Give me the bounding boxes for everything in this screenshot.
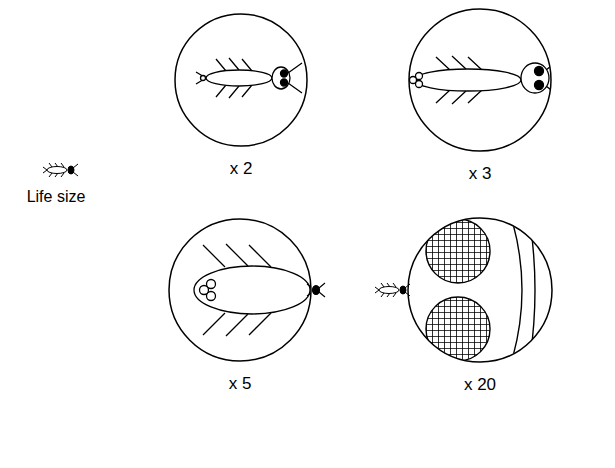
- caption-label: Life size: [27, 187, 86, 207]
- insect-head: [307, 283, 325, 297]
- magnification-label: x 5: [168, 374, 312, 394]
- circle-outline: [174, 13, 308, 147]
- insect-x5: [194, 244, 310, 336]
- magnified-view-circle: x 5: [168, 218, 312, 362]
- magnification-label: x 2: [174, 159, 308, 179]
- small-insect: [375, 283, 410, 297]
- magnification-label: x 3: [408, 164, 552, 184]
- circle-border: [169, 219, 311, 361]
- insect-x2: [196, 58, 302, 98]
- magnified-view-circle: x 2: [174, 13, 308, 147]
- circle-border: [408, 218, 552, 362]
- insect-x3: [410, 56, 565, 104]
- magnified-view-circle: x 3: [408, 8, 552, 152]
- circle-outline: [408, 8, 552, 152]
- life-size-insect: [43, 163, 78, 177]
- circle-outline: [168, 218, 312, 362]
- circle-border: [175, 14, 307, 146]
- insect-eyes-x20: [426, 219, 535, 361]
- magnified-view-circle: x 20: [407, 217, 553, 363]
- magnification-label: x 20: [407, 375, 553, 395]
- circle-border: [409, 9, 551, 151]
- circle-outline: [407, 217, 553, 363]
